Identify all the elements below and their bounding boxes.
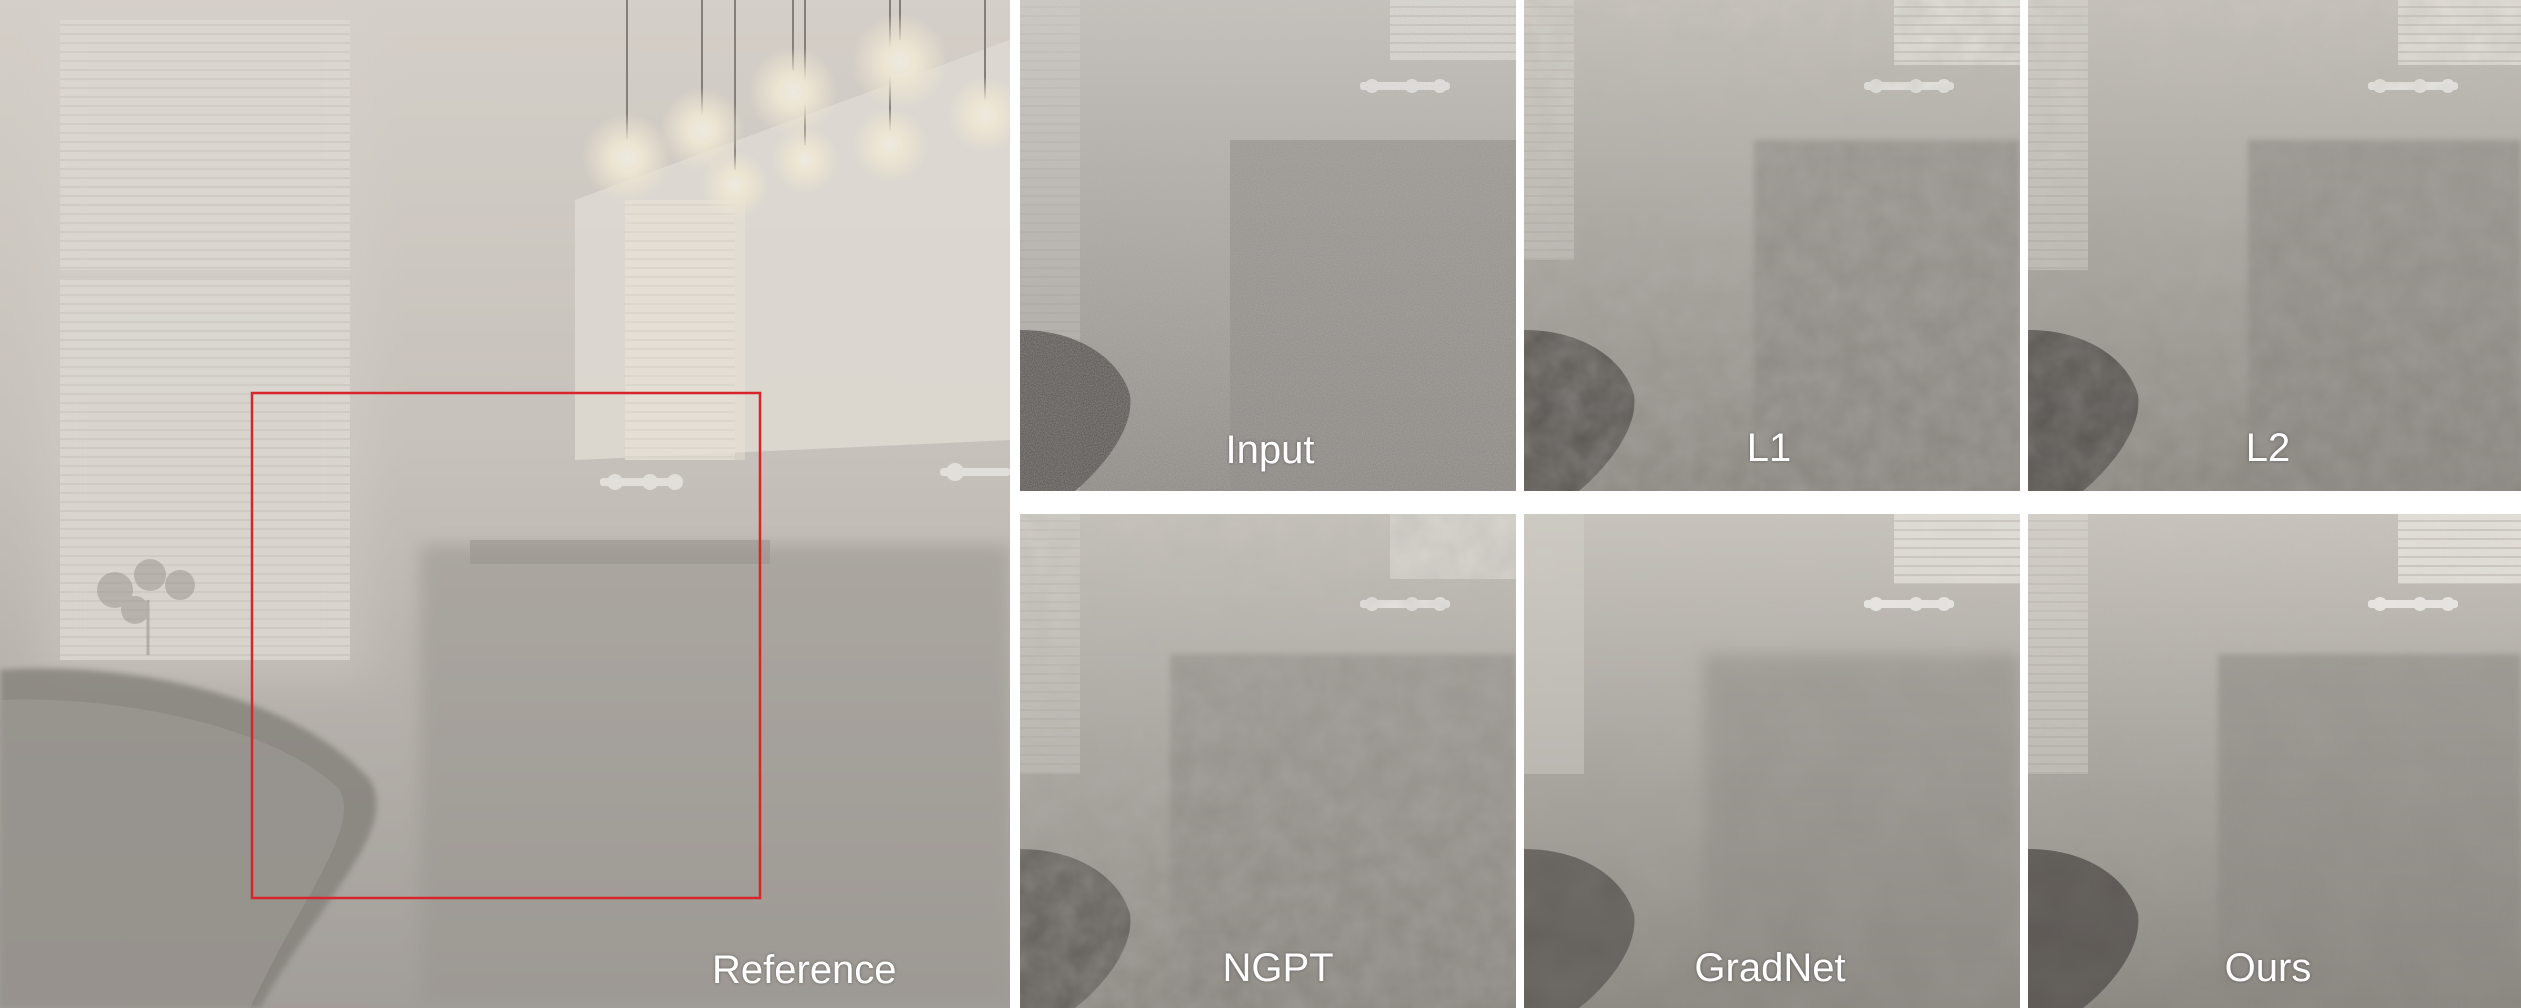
crop-box: [250, 391, 762, 900]
crop-label-ngpt: NGPT: [1222, 946, 1334, 990]
crop-gradnet-scene: [1524, 514, 2020, 1008]
crop-label-ours: Ours: [2224, 946, 2312, 990]
crop-input: Input: [1020, 0, 1516, 491]
reference-scene: [0, 0, 1010, 1008]
crop-ngpt-scene: [1020, 514, 1516, 1008]
vanity-counter: [420, 545, 1010, 1005]
crop-input-scene: [1020, 0, 1516, 491]
crop-ngpt: NGPT: [1020, 514, 1516, 1008]
reference-label: Reference: [712, 948, 897, 992]
plant: [97, 559, 195, 655]
crop-l2-scene: [2028, 0, 2521, 491]
crop-l1: L1: [1524, 0, 2020, 491]
crop-label-l1: L1: [1746, 426, 1792, 470]
crop-label-l2: L2: [2245, 426, 2291, 470]
crop-label-gradnet: GradNet: [1694, 946, 1846, 990]
crop-ours: Ours: [2028, 514, 2521, 1008]
crop-gradnet: GradNet: [1524, 514, 2020, 1008]
faucets: [600, 463, 1010, 490]
pendant-lights: [582, 0, 1010, 219]
crop-ours-scene: [2028, 514, 2521, 1008]
crop-label-input: Input: [1225, 428, 1315, 472]
crop-l2: L2: [2028, 0, 2521, 491]
reference-image: Reference: [0, 0, 1010, 1008]
crop-l1-scene: [1524, 0, 2020, 491]
